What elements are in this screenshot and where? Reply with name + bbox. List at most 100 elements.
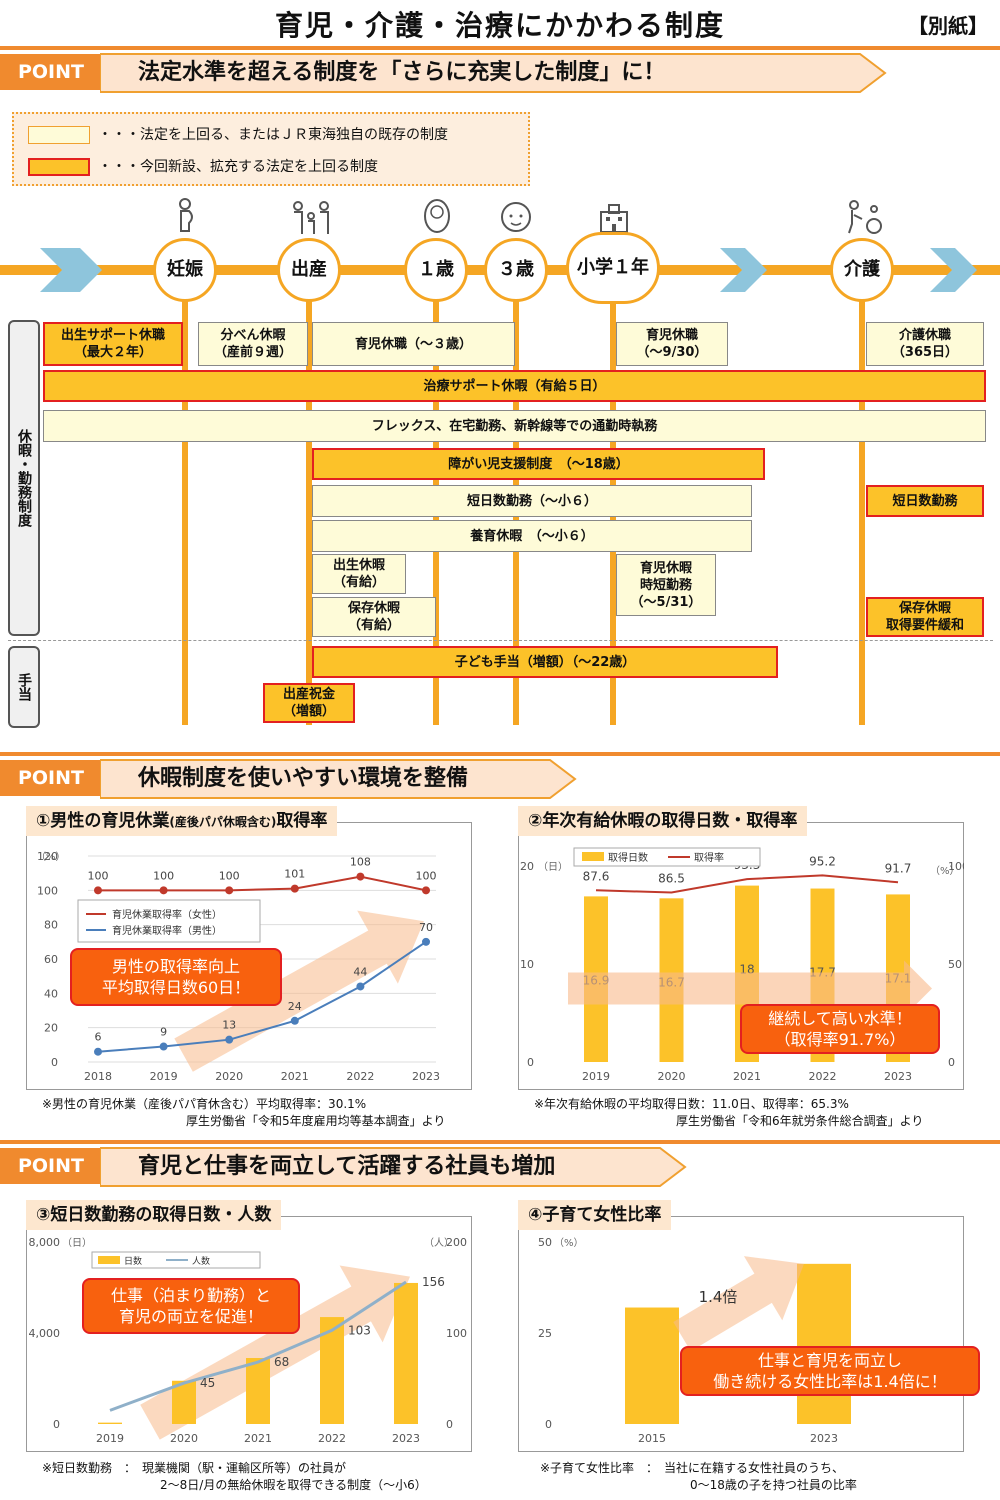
data-label: 70 xyxy=(419,921,433,934)
timeline-vline-care xyxy=(859,270,865,725)
chart-2-title: ②年次有給休暇の取得日数・取得率 xyxy=(518,806,808,836)
chart-4-note-2: 0～18歳の子を持つ社員の比率 xyxy=(690,1478,857,1492)
box-birth-congrats: 出産祝金 （増額） xyxy=(263,683,355,723)
bar xyxy=(797,1263,851,1424)
y-tick-label: 20 xyxy=(44,1022,58,1035)
data-point xyxy=(94,886,102,895)
data-point xyxy=(356,872,365,881)
trend-arrow xyxy=(140,1265,410,1440)
milestone-age3: ３歳 xyxy=(484,238,548,302)
data-label: 100 xyxy=(153,869,174,882)
trend-arrow xyxy=(568,960,932,1017)
data-label: 100 xyxy=(88,869,109,882)
ratio-annotation: 1.4倍 xyxy=(699,1288,738,1306)
y-tick-label-left: 0 xyxy=(53,1418,60,1431)
box-childcare-short-hours: 育児休暇 時短勤務 （～5/31） xyxy=(616,554,716,616)
data-label: 108 xyxy=(350,856,371,869)
box-preserved-leave-paid: 保存休暇 （有給） xyxy=(312,597,436,637)
box-childcare-leave-930: 育児休職 （～9/30） xyxy=(616,322,728,366)
box-upbringing-leave: 養育休暇 （～小６） xyxy=(312,520,752,552)
legend-box xyxy=(77,899,261,943)
y-tick-label: 80 xyxy=(44,919,58,932)
trend-arrow xyxy=(174,910,424,1072)
data-point xyxy=(94,1047,102,1056)
box-short-days-work: 短日数勤務（～小６） xyxy=(312,485,752,517)
chart-2: （日）（%）0102005010016.916.71817.717.120192… xyxy=(520,847,964,1083)
data-label: 68 xyxy=(274,1355,289,1369)
point-banner xyxy=(100,1147,687,1187)
point-label: POINT xyxy=(0,760,102,796)
legend-label: 人数 xyxy=(192,1255,210,1267)
point-divider xyxy=(0,1140,1000,1144)
milestone-birth: 出産 xyxy=(277,238,341,302)
y-axis-unit-left: （日） xyxy=(62,1237,92,1249)
y-tick-label-right: 100 xyxy=(446,1327,467,1340)
x-tick-label: 2020 xyxy=(215,1070,243,1083)
pregnant-icon xyxy=(179,198,193,232)
y-tick-label-right: 50 xyxy=(948,958,962,971)
data-label: 86.5 xyxy=(658,871,685,885)
data-point xyxy=(290,1016,299,1025)
data-point xyxy=(225,886,234,895)
data-label: 100 xyxy=(219,869,240,882)
series-line xyxy=(98,875,427,892)
box-maternity-leave: 分べん休暇 （産前９週） xyxy=(198,322,308,366)
series-line xyxy=(595,874,899,894)
milestone-care: 介護 xyxy=(830,238,894,302)
chart-1-callout: 男性の取得率向上 平均取得日数60日！ xyxy=(70,948,282,1006)
data-label: 44 xyxy=(353,965,367,978)
chart-1-title: ①男性の育児休業(産後パパ休暇含む)取得率 xyxy=(26,806,338,836)
chart-4-note: ※子育て女性比率 ： 当社に在籍する女性社員のうち、 xyxy=(540,1461,845,1475)
legend-label: 取得率 xyxy=(694,851,724,864)
chart-3-note: ※短日数勤務 ： 現業機関（駅・運輸区所等）の社員が xyxy=(42,1461,347,1475)
child-icon xyxy=(501,202,531,232)
point-divider xyxy=(0,752,1000,756)
box-birth-leave-paid: 出生休暇 （有給） xyxy=(312,554,406,594)
data-label: 13 xyxy=(222,1019,236,1032)
legend-swatch-new xyxy=(28,158,90,176)
y-axis-unit: （%） xyxy=(36,851,66,863)
y-tick-label: 50 xyxy=(538,1236,552,1249)
data-point xyxy=(290,884,299,893)
legend-swatch xyxy=(98,1256,120,1264)
bar xyxy=(98,1422,122,1424)
x-tick-label: 2022 xyxy=(809,1070,837,1083)
legend-label: 育児休業取得率（男性） xyxy=(112,924,222,937)
y-tick-label: 120 xyxy=(37,850,58,863)
y-tick-label-left: 0 xyxy=(527,1056,534,1069)
chart-2-note: ※年次有給休暇の平均取得日数：11.0日、取得率：65.3% xyxy=(534,1097,849,1111)
point-text: 休暇制度を使いやすい環境を整備 xyxy=(138,766,469,791)
chart-1-source: 厚生労働省「令和5年度雇用均等基本調査」より xyxy=(186,1114,446,1128)
bar xyxy=(246,1358,270,1424)
x-tick-label: 2022 xyxy=(318,1432,346,1445)
x-tick-label: 2019 xyxy=(582,1070,610,1083)
data-point xyxy=(225,1035,234,1044)
box-flex-remote-work: フレックス、在宅勤務、新幹線等での通勤時執務 xyxy=(43,410,986,442)
chart-1-note: ※男性の育児休業（産後パパ育休含む）平均取得率：30.1% xyxy=(42,1097,367,1111)
y-tick-label-right: 100 xyxy=(948,860,964,873)
data-label: 9 xyxy=(160,1026,167,1039)
legend-label: 育児休業取得率（女性） xyxy=(112,908,222,921)
legend-swatch-existing xyxy=(28,126,90,144)
legend-box xyxy=(573,847,761,867)
data-point xyxy=(159,886,168,895)
data-label: 6 xyxy=(95,1031,102,1044)
x-tick-label: 2021 xyxy=(244,1432,272,1445)
legend-label: 日数 xyxy=(124,1255,142,1267)
data-point xyxy=(356,982,365,991)
bar xyxy=(172,1380,196,1424)
legend-text-existing: ・・・法定を上回る、またはＪＲ東海独自の既存の制度 xyxy=(98,127,448,143)
bar xyxy=(625,1307,679,1424)
box-child-allowance: 子ども手当（増額）（～22歳） xyxy=(312,646,778,678)
box-nursing-care-leave: 介護休職 （365日） xyxy=(866,322,984,366)
point-banner xyxy=(100,759,577,799)
box-disabled-child-support: 障がい児支援制度 （～18歳） xyxy=(312,448,765,480)
chart-3-callout: 仕事（泊まり勤務）と 育児の両立を促進！ xyxy=(82,1278,300,1334)
page-title: 育児・介護・治療にかかわる制度 xyxy=(274,9,725,42)
y-axis-unit-right: （人） xyxy=(424,1237,454,1249)
series-line xyxy=(97,941,427,1053)
y-tick-label: 60 xyxy=(44,953,58,966)
x-tick-label: 2020 xyxy=(170,1432,198,1445)
